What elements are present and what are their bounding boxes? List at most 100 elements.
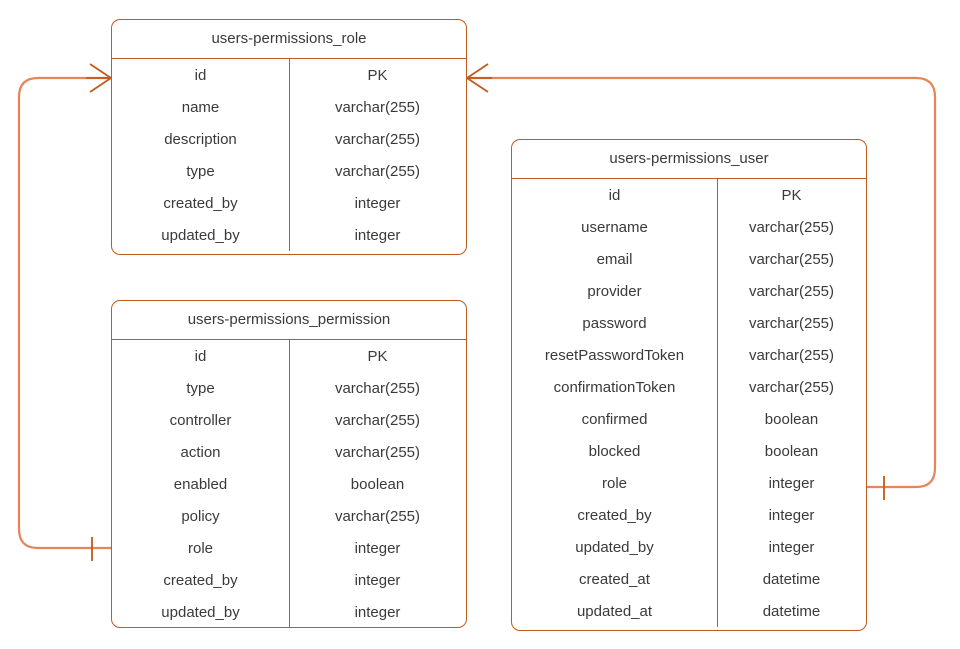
field-type: varchar(255) <box>334 162 421 180</box>
entity-field-list: id PK username varchar(255) email varchar(255… <box>512 179 866 627</box>
field-type: varchar(255) <box>334 379 421 397</box>
field-row[interactable]: email varchar(255) <box>512 243 866 275</box>
field-type: varchar(255) <box>748 250 835 268</box>
field-name: description <box>164 130 237 148</box>
field-name: enabled <box>173 475 228 493</box>
field-name: role <box>601 474 627 492</box>
field-row[interactable]: controller varchar(255) <box>112 404 466 436</box>
field-type: varchar(255) <box>334 411 421 429</box>
field-name: username <box>581 218 648 236</box>
entity-title: users-permissions_role <box>112 20 466 59</box>
field-name: created_by <box>577 506 652 524</box>
field-row[interactable]: type varchar(255) <box>112 372 466 404</box>
field-type: integer <box>354 539 401 557</box>
field-row[interactable]: updated_by integer <box>512 531 866 563</box>
crows-foot-many-icon <box>86 63 112 93</box>
field-row[interactable]: created_by integer <box>112 187 466 219</box>
field-name: confirmationToken <box>553 378 676 396</box>
field-row[interactable]: confirmed boolean <box>512 403 866 435</box>
field-name: email <box>596 250 633 268</box>
field-row[interactable]: role integer <box>112 532 466 564</box>
field-row[interactable]: action varchar(255) <box>112 436 466 468</box>
field-name: blocked <box>588 442 641 460</box>
field-row[interactable]: policy varchar(255) <box>112 500 466 532</box>
field-name: type <box>186 379 215 397</box>
field-name: action <box>180 443 221 461</box>
field-name: confirmed <box>581 410 648 428</box>
field-name: updated_by <box>161 226 240 244</box>
field-name: type <box>186 162 215 180</box>
field-name: updated_by <box>575 538 654 556</box>
field-type: PK <box>781 186 802 204</box>
field-row[interactable]: username varchar(255) <box>512 211 866 243</box>
field-name: created_by <box>163 194 238 212</box>
field-name: updated_at <box>576 602 653 620</box>
field-row[interactable]: password varchar(255) <box>512 307 866 339</box>
field-name: controller <box>169 411 232 429</box>
field-name: password <box>582 314 647 332</box>
field-type: datetime <box>762 602 821 620</box>
entity-field-list: id PK type varchar(255) controller varchar(25… <box>112 340 466 627</box>
column-divider <box>289 59 290 251</box>
field-type: boolean <box>764 442 819 460</box>
field-name: provider <box>587 282 642 300</box>
field-name: role <box>187 539 213 557</box>
field-type: varchar(255) <box>748 218 835 236</box>
field-row[interactable]: created_by integer <box>512 499 866 531</box>
field-row[interactable]: id PK <box>112 340 466 372</box>
field-type: PK <box>367 66 388 84</box>
field-type: integer <box>354 571 401 589</box>
relationship-role-permission[interactable] <box>17 63 112 561</box>
field-row[interactable]: id PK <box>512 179 866 211</box>
column-divider <box>289 340 290 627</box>
field-row[interactable]: updated_by integer <box>112 596 466 627</box>
field-row[interactable]: created_by integer <box>112 564 466 596</box>
field-row[interactable]: enabled boolean <box>112 468 466 500</box>
field-type: boolean <box>764 410 819 428</box>
field-type: varchar(255) <box>334 130 421 148</box>
field-type: varchar(255) <box>748 314 835 332</box>
field-row[interactable]: updated_at datetime <box>512 595 866 627</box>
field-row[interactable]: description varchar(255) <box>112 123 466 155</box>
field-row[interactable]: confirmationToken varchar(255) <box>512 371 866 403</box>
field-name: updated_by <box>161 603 240 621</box>
field-row[interactable]: type varchar(255) <box>112 155 466 187</box>
field-type: integer <box>768 506 815 524</box>
crows-foot-many-icon <box>466 63 492 93</box>
field-name: resetPasswordToken <box>544 346 685 364</box>
field-name: created_by <box>163 571 238 589</box>
entity-title: users-permissions_permission <box>112 301 466 340</box>
field-name: created_at <box>579 570 650 588</box>
field-name: id <box>608 186 621 204</box>
field-type: integer <box>354 603 401 621</box>
relationship-line <box>17 76 111 550</box>
field-row[interactable]: resetPasswordToken varchar(255) <box>512 339 866 371</box>
field-row[interactable]: created_at datetime <box>512 563 866 595</box>
field-type: datetime <box>762 570 821 588</box>
field-type: PK <box>367 347 388 365</box>
field-row[interactable]: provider varchar(255) <box>512 275 866 307</box>
field-row[interactable]: id PK <box>112 59 466 91</box>
field-type: varchar(255) <box>748 282 835 300</box>
field-name: policy <box>181 507 220 525</box>
field-type: varchar(255) <box>748 346 835 364</box>
entity-title: users-permissions_user <box>512 140 866 179</box>
field-type: varchar(255) <box>334 507 421 525</box>
field-row[interactable]: blocked boolean <box>512 435 866 467</box>
field-type: integer <box>768 538 815 556</box>
field-type: varchar(255) <box>334 443 421 461</box>
field-type: integer <box>354 194 401 212</box>
field-type: boolean <box>350 475 405 493</box>
field-type: varchar(255) <box>334 98 421 116</box>
field-name: id <box>194 347 207 365</box>
field-type: varchar(255) <box>748 378 835 396</box>
column-divider <box>717 179 718 627</box>
field-name: id <box>194 66 207 84</box>
